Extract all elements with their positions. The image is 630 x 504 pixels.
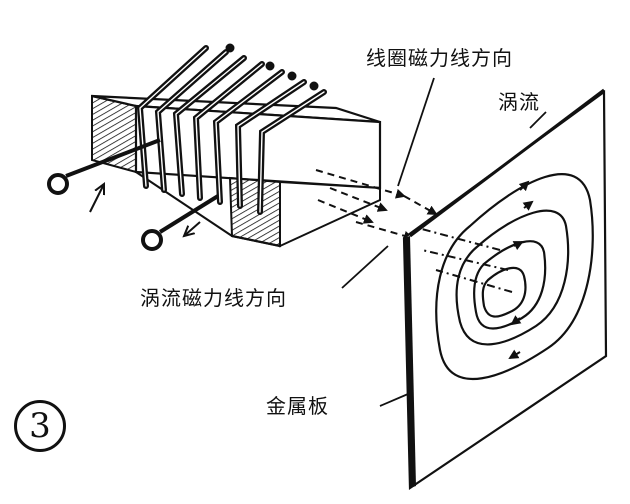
eddy-current-loops: [435, 173, 594, 380]
coil-flux-arrows: [315, 169, 438, 241]
current-in-arrow: [89, 184, 104, 213]
label-eddy-flux-direction: 涡流磁力线方向: [140, 286, 287, 310]
coil-lead-bottom: [141, 194, 220, 251]
eddy-loop-arrows: [508, 180, 534, 360]
core-left-end: [91, 94, 137, 174]
coil-lead-top: [47, 138, 161, 195]
coil-core: [91, 94, 382, 248]
label-eddy-current: 涡流: [498, 90, 540, 114]
current-out-arrow: [184, 221, 201, 236]
coil-windings: [136, 43, 327, 215]
plate-edge: [404, 236, 416, 488]
eddy-flux-arrows: [417, 227, 513, 293]
leader-lines: [341, 77, 547, 407]
figure-number-badge: 3: [14, 400, 66, 452]
label-coil-flux-direction: 线圈磁力线方向: [366, 46, 513, 70]
label-metal-plate: 金属板: [266, 394, 329, 418]
